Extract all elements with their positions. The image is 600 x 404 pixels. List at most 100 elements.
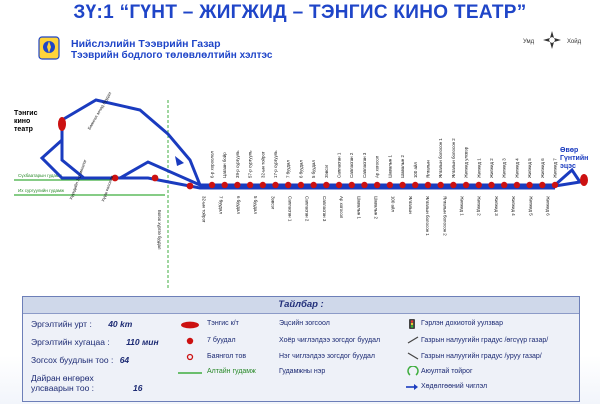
route-stop [361, 181, 368, 189]
route-stop [310, 181, 317, 189]
stop-label-lower: Ялгалын болосон 2 [442, 196, 447, 236]
legend-dangerous-turn: Аюултай тойрог [421, 368, 473, 375]
stop-label-upper: Жигжид 4 [514, 158, 519, 178]
route-stop [373, 181, 381, 189]
route-stop [234, 181, 241, 189]
legend-junction: Баянгол тов [207, 353, 247, 360]
downhill-icon [407, 352, 419, 360]
stop-label-lower: Шавалын 2 [374, 196, 379, 220]
stop-label-upper: 17-р сургууль [273, 150, 278, 178]
stop-label-upper: Жигжид 7 [553, 158, 558, 178]
stat-crossings: Дайран өнгөрөх улсваарын тоо : [31, 373, 95, 393]
dangerous-turn-icon [407, 366, 419, 376]
route-stop [208, 181, 216, 189]
left-stop-label: Богоо хүргээ буудал [157, 210, 162, 250]
stop-label-lower: 100 айл [391, 196, 396, 212]
route-stop [412, 181, 419, 189]
route-stop [386, 181, 394, 189]
route-stop [246, 181, 254, 189]
route-stop [551, 181, 559, 189]
stop-label-lower: Жигжид 4 [511, 196, 516, 216]
stat-stops: Зогсох буудлын тоо : 64 [31, 355, 130, 365]
stop-label-lower: Жигжид 5 [528, 196, 533, 216]
stop-label-upper: 57-р сургууль [248, 150, 253, 178]
stop-label-upper: Жигжид 5 [527, 158, 532, 178]
stop-label-upper: Жигжид 2 [489, 158, 494, 178]
junction-symbol-icon [186, 353, 194, 361]
route-stop [539, 181, 546, 189]
legend-stop: 7 буудал [207, 337, 236, 344]
stop-label-upper: Ялгалын болосон 2 [451, 138, 456, 178]
stop-label-upper: Сапласган 2 [349, 152, 354, 178]
stop-label-upper: 7 буудал [286, 160, 291, 178]
route-stop [526, 181, 533, 189]
route-stop [424, 181, 432, 189]
stop-label-upper: 32-ын тойрог [260, 151, 265, 178]
compass-west: Умд [523, 39, 535, 45]
route-stop [259, 181, 267, 189]
stop-label-upper: Ялгалын [425, 160, 430, 178]
route-stop [475, 181, 482, 189]
left-stop [151, 174, 159, 182]
stop-label-upper: Цагаан бойр [222, 152, 227, 178]
legend-street-desc: Гудамжны нэр [279, 368, 326, 375]
legend-panel: Тайлбар : Эргэлтийн урт : 40 km Эргэлтий… [22, 296, 580, 402]
terminal-right-marker [580, 174, 588, 186]
stop-label-lower: 6 буудал [236, 196, 241, 214]
stop-label-lower: 7 буудал [219, 196, 224, 214]
route-stop [297, 181, 305, 189]
stop-label-upper: Жигжид 1 [476, 158, 481, 178]
route-stop [488, 181, 495, 189]
upper-stops: 6-р хороолол Цагаан бойр 39-р сургууль 57-р… [68, 91, 559, 250]
stop-label-upper: 6-р хороолол [210, 151, 215, 178]
railway-upper-label: Сүхбаатарын гудамж [18, 173, 62, 178]
stop-label-lower: Жигжид 1 [460, 196, 465, 216]
legend-terminal-desc: Эцсийн зогсоол [279, 320, 330, 327]
legend-heading: Тайлбар : [23, 297, 579, 314]
stop-label-lower: 5 буудал [253, 196, 258, 214]
stat-length: Эргэлтийн урт : 40 km [31, 319, 133, 329]
city-emblem-icon [38, 36, 60, 60]
stop-label-upper: 39-р сургууль [235, 150, 240, 178]
direction-arrow-icon [406, 384, 418, 390]
route-stop [437, 181, 444, 189]
legend-downhill: Газрын налуугийн градус /уруу газар/ [421, 353, 542, 360]
stop-label-lower: Жигжид 6 [546, 196, 551, 216]
route-stop [221, 181, 228, 189]
stop-label-lower: Ар хогосол [339, 196, 344, 219]
stop-label-upper: Ялгалын болосон 1 [438, 138, 443, 178]
route-stop [348, 181, 355, 189]
stop-label-upper: Жигжид улсвэр [464, 146, 469, 178]
route-stop [323, 181, 330, 189]
railway-lower-label: Их сургуулийн гудамж [18, 187, 64, 193]
uphill-icon [407, 336, 419, 344]
stat-time: Эргэлтийн хугацаа : 110 мин [31, 337, 159, 347]
compass-icon: Умд Хойд [523, 31, 582, 49]
stop-label-upper: Сапласган 1 [337, 152, 342, 178]
stop-symbol-icon [186, 337, 194, 345]
stop-label-upper: 5 буудал [311, 160, 316, 178]
stop-label-upper: Зэвсэг [324, 164, 329, 178]
compass-east: Хойд [567, 38, 582, 45]
stop-label-lower: 32-ын тойрог [202, 196, 207, 223]
street-symbol-icon [178, 372, 202, 374]
stop-label-upper: Жигжид 3 [502, 158, 507, 178]
legend-uphill: Газрын налуугийн градус /өгсүүр газар/ [421, 337, 549, 344]
left-stop [186, 182, 194, 190]
stop-label-lower: Ялгалын [408, 196, 413, 214]
legend-direction: Хөдөлгөөний чиглэл [421, 383, 488, 390]
legend-traffic-light: Гэрлэн дохиотой уулзвар [421, 320, 503, 327]
stop-label-lower: Ялгалын болосон 1 [425, 196, 430, 236]
route-stop [399, 181, 406, 189]
stop-label-upper: 6 буудал [298, 160, 303, 178]
direction-arrow [175, 156, 184, 166]
legend-terminal: Тэнгис к/т [207, 320, 239, 327]
org-department: Тээврийн бодлого төлөвлөлтийн хэлтэс [71, 50, 273, 61]
route-map: Сүхбаатарын гудамж Их сургуулийн гудамж … [14, 91, 588, 290]
stop-label-lower: Сапласган 2 [305, 196, 310, 222]
stop-label-lower: Жигжид 2 [477, 196, 482, 216]
stop-label-lower: Жигжид 3 [494, 196, 499, 216]
